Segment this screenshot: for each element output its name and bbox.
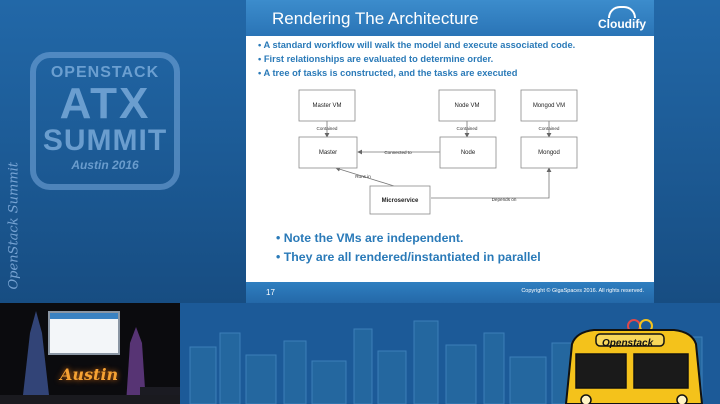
slide-footer: 17 Copyright © GigaSpaces 2016. All righ…: [246, 282, 654, 303]
slide-header: Rendering The Architecture Cloudify: [246, 0, 654, 36]
node-master: [298, 136, 358, 169]
edge-label-contained-2: Contained: [457, 126, 478, 131]
school-bus-graphic: [564, 319, 704, 404]
badge-line-date: Austin 2016: [71, 158, 139, 172]
edge-label-depends-on: Depends on: [492, 197, 517, 202]
label-node: Node: [461, 150, 476, 156]
label-node-vm: Node VM: [454, 103, 479, 109]
page-number: 17: [266, 288, 275, 297]
label-mongod-vm: Mongod VM: [533, 103, 565, 109]
node-mongod: [520, 136, 578, 169]
bus-sign-text: Openstack: [602, 338, 654, 349]
label-master: Master: [319, 150, 337, 156]
node-mongod-vm: [520, 89, 578, 122]
presentation-slide: Rendering The Architecture Cloudify A st…: [246, 0, 654, 303]
stage-camera-view: Austin: [0, 303, 180, 404]
background-panel-right: [654, 0, 720, 303]
summit-badge-logo: OPENSTACK ATX SUMMIT Austin 2016: [30, 52, 180, 190]
edge-depends-on: [431, 167, 552, 199]
badge-line-atx: ATX: [59, 79, 151, 128]
edge-runs-in: [335, 166, 395, 187]
stage-screen-slide: [48, 311, 120, 355]
architecture-diagram: Master VM Node VM Mongod VM Master Node …: [298, 89, 578, 215]
cloudify-logo: Cloudify: [598, 6, 646, 31]
copyright-text: Copyright © GigaSpaces 2016. All rights …: [521, 288, 644, 294]
bullet-item: A standard workflow will walk the model …: [258, 38, 576, 52]
note-item: They are all rendered/instantiated in pa…: [276, 248, 541, 267]
background-panel-left: OPENSTACK ATX SUMMIT Austin 2016 OpenSta…: [0, 0, 246, 303]
node-node-vm: [438, 89, 496, 122]
edge-label-contained-3: Contained: [539, 126, 560, 131]
badge-line-summit: SUMMIT: [42, 124, 168, 157]
diagram-nodes: [298, 89, 578, 215]
note-item: Note the VMs are independent.: [276, 229, 541, 248]
bullet-item: A tree of tasks is constructed, and the …: [258, 66, 575, 80]
node-microservice: [369, 185, 431, 215]
label-mongod: Mongod: [538, 150, 560, 156]
label-master-vm: Master VM: [312, 103, 341, 109]
note-list: Note the VMs are independent. They are a…: [276, 229, 541, 267]
austin-neon-sign: Austin: [60, 365, 119, 384]
diagram-edges: [324, 121, 552, 199]
label-microservice: Microservice: [382, 198, 419, 204]
bullet-item: First relationships are evaluated to det…: [258, 52, 575, 66]
node-node: [439, 136, 497, 169]
cloudify-logo-text: Cloudify: [598, 17, 646, 31]
edge-label-runs-in: Runs in: [355, 174, 371, 179]
slide-title: Rendering The Architecture: [272, 9, 479, 28]
edge-label-connected-to: Connected to: [384, 150, 412, 155]
vertical-summit-text: OpenStack Summit: [6, 161, 22, 290]
bullet-list: A standard workflow will walk the model …: [258, 38, 576, 80]
edge-label-contained-1: Contained: [317, 126, 338, 131]
node-master-vm: [298, 89, 356, 122]
badge-line-openstack: OPENSTACK: [50, 64, 160, 81]
